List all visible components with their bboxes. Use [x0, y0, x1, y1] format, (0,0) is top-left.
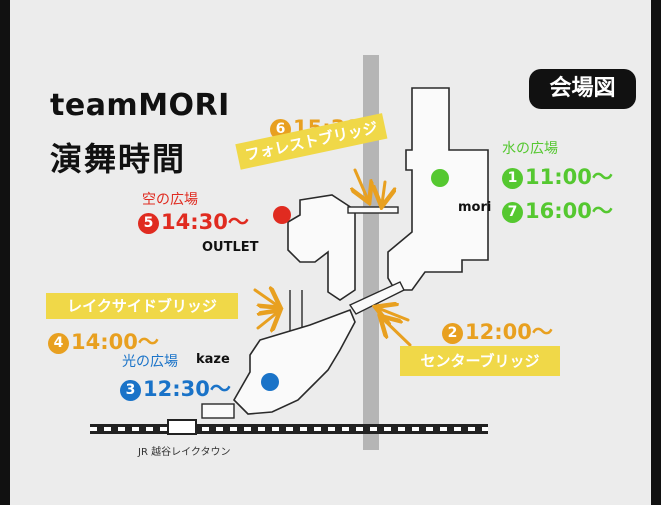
lakeside-bridge-number-badge: 4	[48, 333, 69, 354]
water-plaza-dot	[431, 169, 449, 187]
center-bridge-shape	[348, 281, 405, 315]
vertical-road	[363, 55, 379, 450]
lakeside-bridge-time-text: 14:00〜	[71, 330, 159, 354]
forest-bridge-shape	[347, 206, 399, 214]
light-plaza-label: 光の広場	[122, 354, 178, 370]
page-title-team: teamMORI	[50, 88, 230, 123]
lakeside-bridge-arrow-1	[253, 290, 278, 306]
light-plaza-time-text: 12:30〜	[143, 377, 231, 401]
outlet-building-outline	[287, 194, 356, 301]
water-plaza-time-1-text: 11:00〜	[525, 165, 613, 189]
light-plaza-number-badge: 3	[120, 380, 141, 401]
kaze-building-outline	[233, 308, 356, 415]
right-letterbox	[651, 0, 661, 505]
center-bridge-number-badge: 2	[442, 323, 463, 344]
venue-map-badge: 会場図	[529, 69, 636, 109]
forest-bridge-arrow-1	[355, 168, 368, 200]
outlet-building-label: OUTLET	[202, 240, 259, 255]
mori-building-outline	[387, 87, 489, 291]
sky-plaza-label: 空の広場	[142, 192, 198, 208]
map-drawing	[90, 55, 489, 450]
sky-plaza-time-text: 14:30〜	[161, 210, 249, 234]
sky-plaza-number-badge: 5	[138, 213, 159, 234]
water-plaza-label: 水の広場	[502, 141, 558, 157]
sky-plaza-dot	[273, 206, 291, 224]
water-plaza-number-badge-1: 1	[502, 168, 523, 189]
center-bridge-arrow-2	[382, 318, 412, 347]
venue-map: teamMORI 演舞時間 会場図 615:30〜 フォレストブリッジ 水の広場…	[10, 0, 651, 505]
center-bridge-time-text: 12:00〜	[465, 320, 553, 344]
station-label: JR 越谷レイクタウン	[138, 447, 231, 458]
forest-bridge-arrow-2	[382, 180, 385, 204]
kaze-building-label: kaze	[196, 352, 230, 367]
mori-building-label: mori	[458, 200, 492, 215]
light-plaza-dot	[261, 373, 279, 391]
lakeside-bridge-label: レイクサイドブリッジ	[46, 293, 238, 319]
water-plaza-time-2-text: 16:00〜	[525, 199, 613, 223]
water-plaza-number-badge-2: 7	[502, 202, 523, 223]
center-bridge-label: センターブリッジ	[400, 346, 560, 376]
railway-track	[90, 419, 488, 435]
lakeside-bridge-arrow-2	[258, 312, 278, 328]
left-letterbox	[0, 0, 10, 505]
page-title-performance: 演舞時間	[50, 140, 187, 178]
